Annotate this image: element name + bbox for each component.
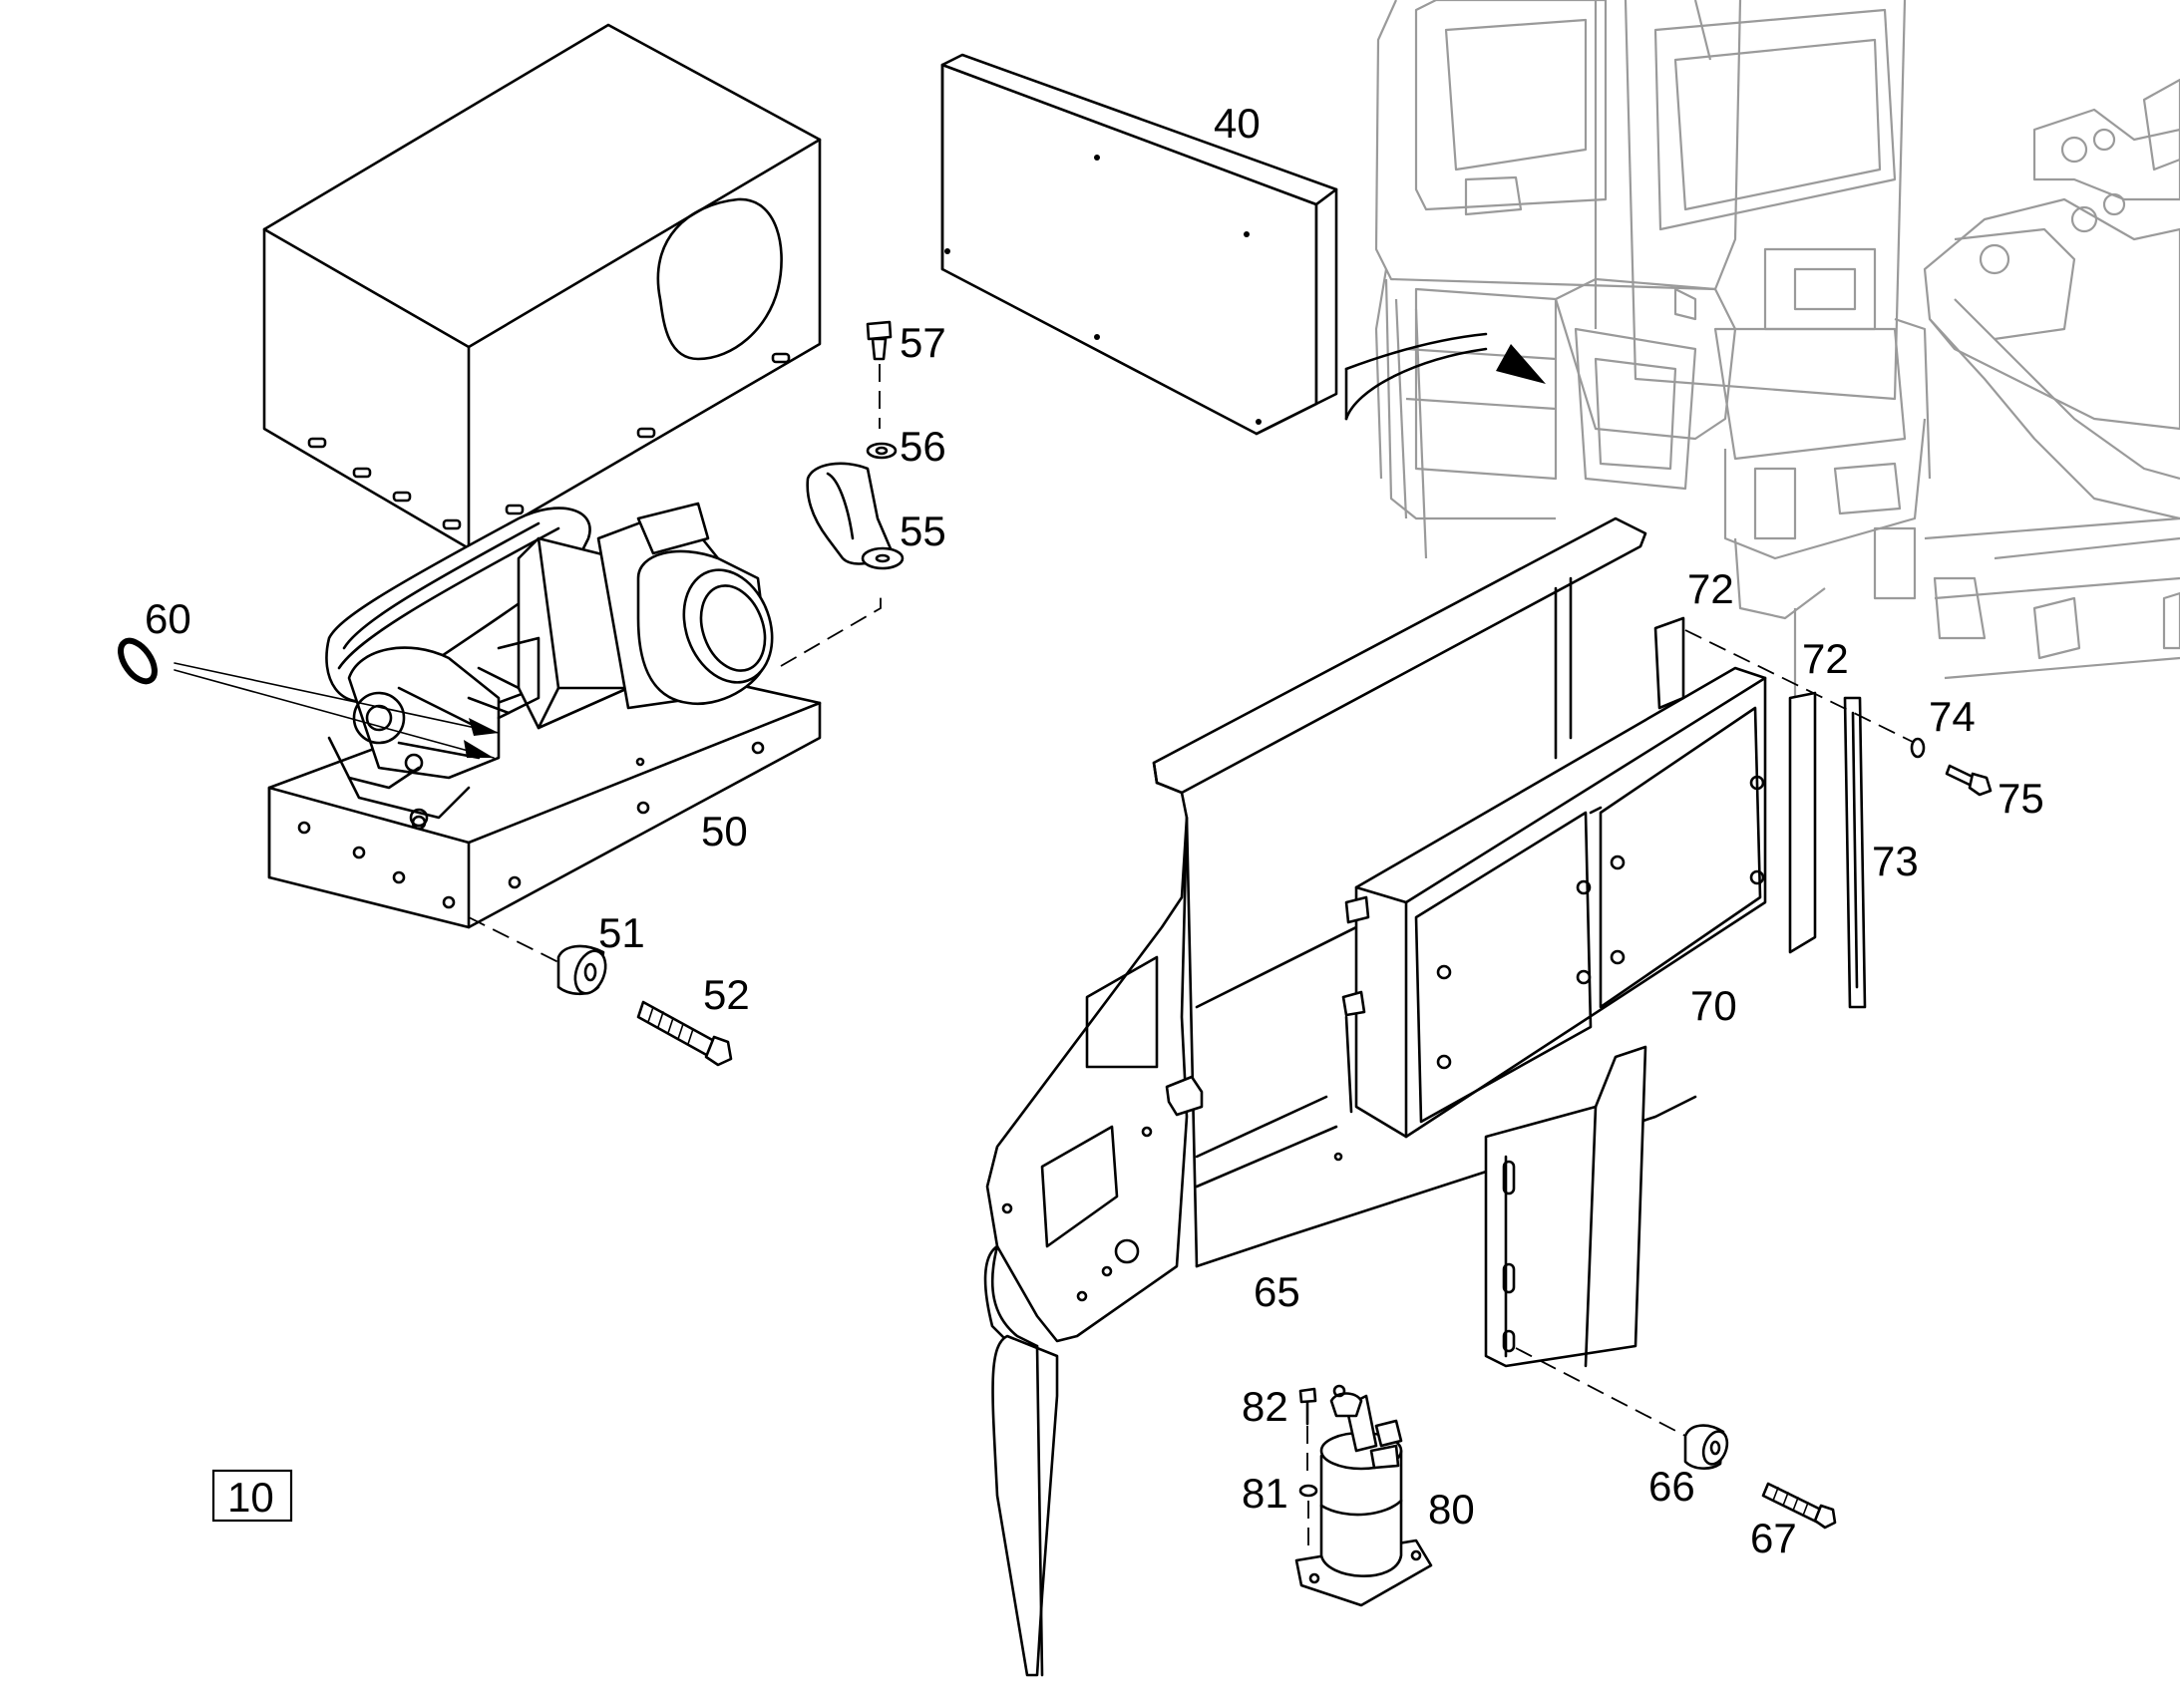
callout-70: 70 — [1690, 982, 1737, 1029]
part-72-strip-upper — [1653, 616, 1685, 710]
mount-line-55 — [780, 590, 882, 667]
mount-line-74 — [1684, 629, 1916, 744]
callout-75: 75 — [1998, 775, 2044, 822]
callout-82: 82 — [1242, 1383, 1288, 1430]
callout-56: 56 — [900, 423, 946, 470]
part-50-compressor-assembly — [267, 502, 822, 929]
callout-74: 74 — [1929, 693, 1976, 740]
part-73-strip — [1843, 696, 1867, 1009]
mount-line-51 — [468, 916, 559, 963]
callout-73: 73 — [1872, 838, 1919, 884]
motor-cover — [262, 23, 822, 550]
part-82-bolt — [1298, 1387, 1317, 1426]
callout-51: 51 — [598, 909, 645, 956]
callout-10: 10 — [227, 1474, 274, 1521]
callout-81: 81 — [1242, 1470, 1288, 1517]
part-57-bolt — [866, 320, 893, 361]
part-70-condenser — [1341, 666, 1767, 1139]
part-65-frame — [983, 516, 1697, 1677]
part-74-washer — [1910, 737, 1926, 759]
callout-10-box: 10 — [211, 1469, 293, 1523]
callout-57: 57 — [900, 319, 946, 366]
part-40-panel — [940, 53, 1338, 436]
location-arrow — [1344, 332, 1546, 421]
machine-background — [1374, 0, 2180, 698]
callout-67: 67 — [1750, 1515, 1797, 1561]
part-56-washer — [866, 442, 898, 460]
part-75-bolt — [1945, 764, 1993, 797]
callout-50: 50 — [701, 808, 748, 854]
part-66-rubber-mount — [1683, 1424, 1729, 1470]
part-81-washer — [1298, 1484, 1318, 1498]
part-60-o-ring — [118, 637, 500, 759]
callout-72-upper: 72 — [1687, 565, 1734, 612]
part-52-bolt — [636, 1000, 733, 1067]
callout-40: 40 — [1214, 100, 1261, 147]
callout-52: 52 — [703, 971, 750, 1018]
callout-labels: 40 57 56 55 60 50 51 52 72 72 74 75 73 7… — [145, 100, 2044, 1561]
callout-55: 55 — [900, 508, 946, 554]
mount-line-66 — [1515, 1347, 1686, 1437]
callout-60: 60 — [145, 595, 191, 642]
callout-72-lower: 72 — [1802, 635, 1849, 682]
part-80-receiver-drier — [1294, 1384, 1433, 1607]
callout-80: 80 — [1428, 1486, 1475, 1533]
callout-66: 66 — [1648, 1463, 1695, 1510]
part-67-bolt — [1761, 1482, 1837, 1530]
callout-65: 65 — [1254, 1268, 1300, 1315]
part-72-strip-lower — [1788, 691, 1817, 954]
part-51-rubber-mount — [556, 944, 607, 996]
part-55-clamp — [806, 462, 905, 570]
